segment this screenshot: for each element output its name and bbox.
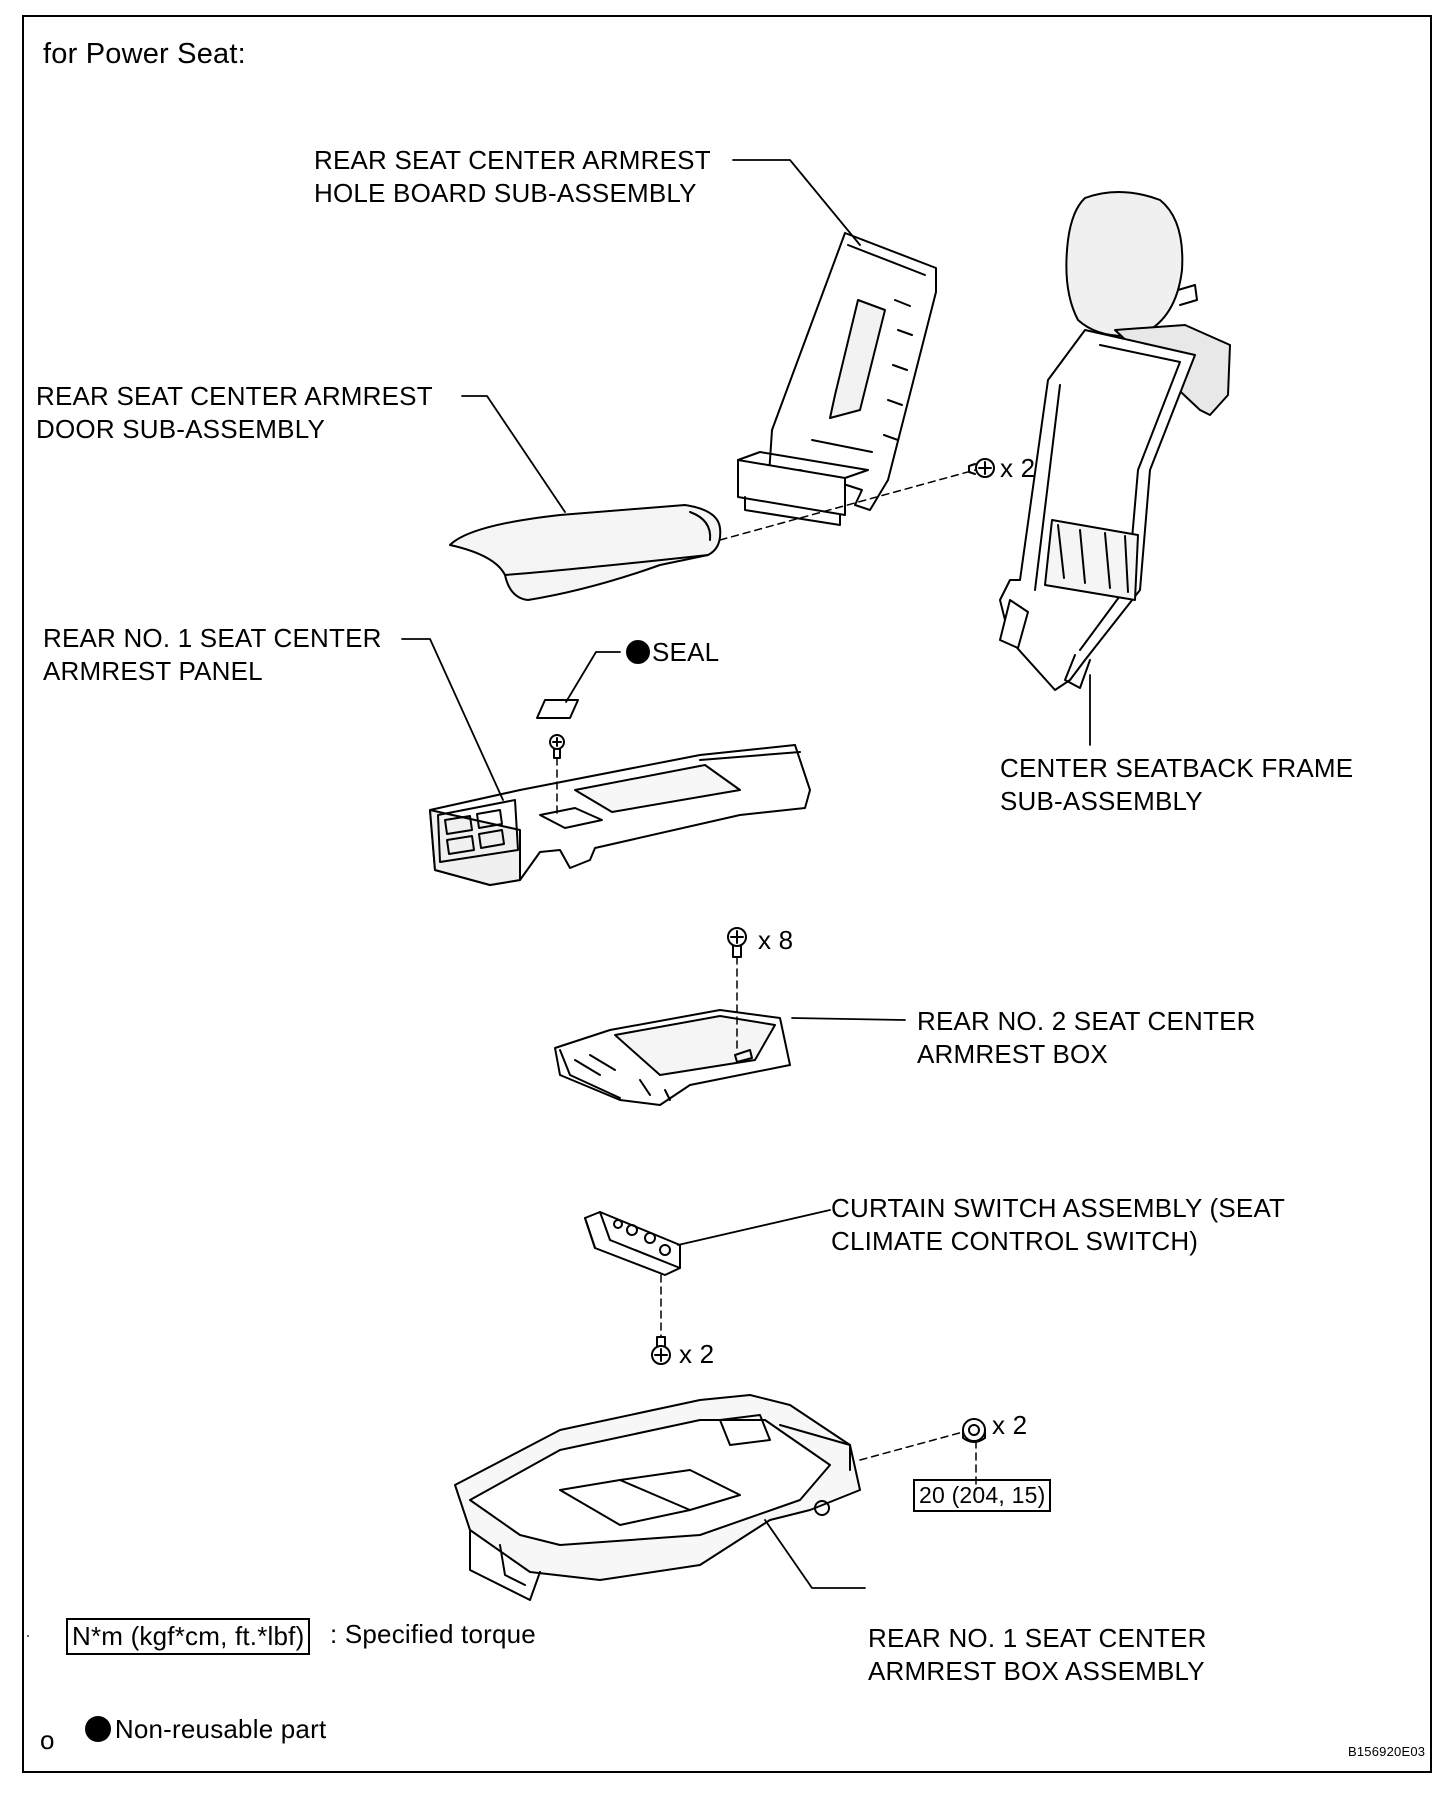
curtain-switch-part [584,1211,681,1276]
label-seal: SEAL [652,637,720,667]
label-box2-line1: REAR NO. 2 SEAT CENTER [917,1006,1256,1036]
label-curtain-switch-line2: CLIMATE CONTROL SWITCH) [831,1226,1199,1256]
seal-part [536,699,579,719]
bolt-icon [651,1336,671,1365]
label-seatback-frame-line1: CENTER SEATBACK FRAME [1000,753,1354,783]
figure-code: B156920E03 [1348,1744,1426,1759]
bolt-icon [727,927,747,958]
armrest-door-part [449,504,722,601]
label-box2-line2: ARMREST BOX [917,1039,1108,1069]
label-panel-line2: ARMREST PANEL [43,656,263,686]
quantity-frame-screws: x 2 [1000,453,1036,483]
dashed-lines [556,469,977,1491]
hole-board-part [737,232,937,526]
corner-mark: o [40,1725,55,1755]
label-curtain-switch-line1: CURTAIN SWITCH ASSEMBLY (SEAT [831,1193,1286,1223]
seatback-frame-part [999,190,1231,691]
label-box-assembly-line2: ARMREST BOX ASSEMBLY [868,1656,1205,1686]
nut-icon [962,1418,986,1443]
bolt-icon [549,734,565,759]
diagram-frame [22,15,1432,1773]
filled-circle-icon [626,640,650,664]
legend-nonreusable: Non-reusable part [70,1680,326,1746]
torque-spec-box: 20 (204, 15) [913,1479,1052,1512]
label-seatback-frame-line2: SUB-ASSEMBLY [1000,786,1203,816]
legend-torque-box: N*m (kgf*cm, ft.*lbf) [66,1618,311,1655]
label-hole-board-line2: HOLE BOARD SUB-ASSEMBLY [314,178,697,208]
label-hole-board-line1: REAR SEAT CENTER ARMREST [314,145,711,175]
legend-torque-text: : Specified torque [330,1619,536,1649]
label-panel-line1: REAR NO. 1 SEAT CENTER [43,623,382,653]
quantity-switch-screws: x 2 [679,1339,715,1369]
leader-lines [27,159,1091,1637]
label-box-assembly-line1: REAR NO. 1 SEAT CENTER [868,1623,1207,1653]
quantity-box2-screws: x 8 [758,925,794,955]
armrest-box-assembly-part [454,1394,861,1601]
label-door-line1: REAR SEAT CENTER ARMREST [36,381,433,411]
legend-nonreusable-text: Non-reusable part [114,1714,327,1744]
quantity-box-nuts: x 2 [992,1410,1028,1440]
filled-circle-icon [84,1716,111,1742]
page-title: for Power Seat: [43,38,246,70]
armrest-box2-part [554,1009,791,1106]
label-door-line2: DOOR SUB-ASSEMBLY [36,414,325,444]
bolt-icon [968,458,995,478]
armrest-panel-part [429,744,811,886]
